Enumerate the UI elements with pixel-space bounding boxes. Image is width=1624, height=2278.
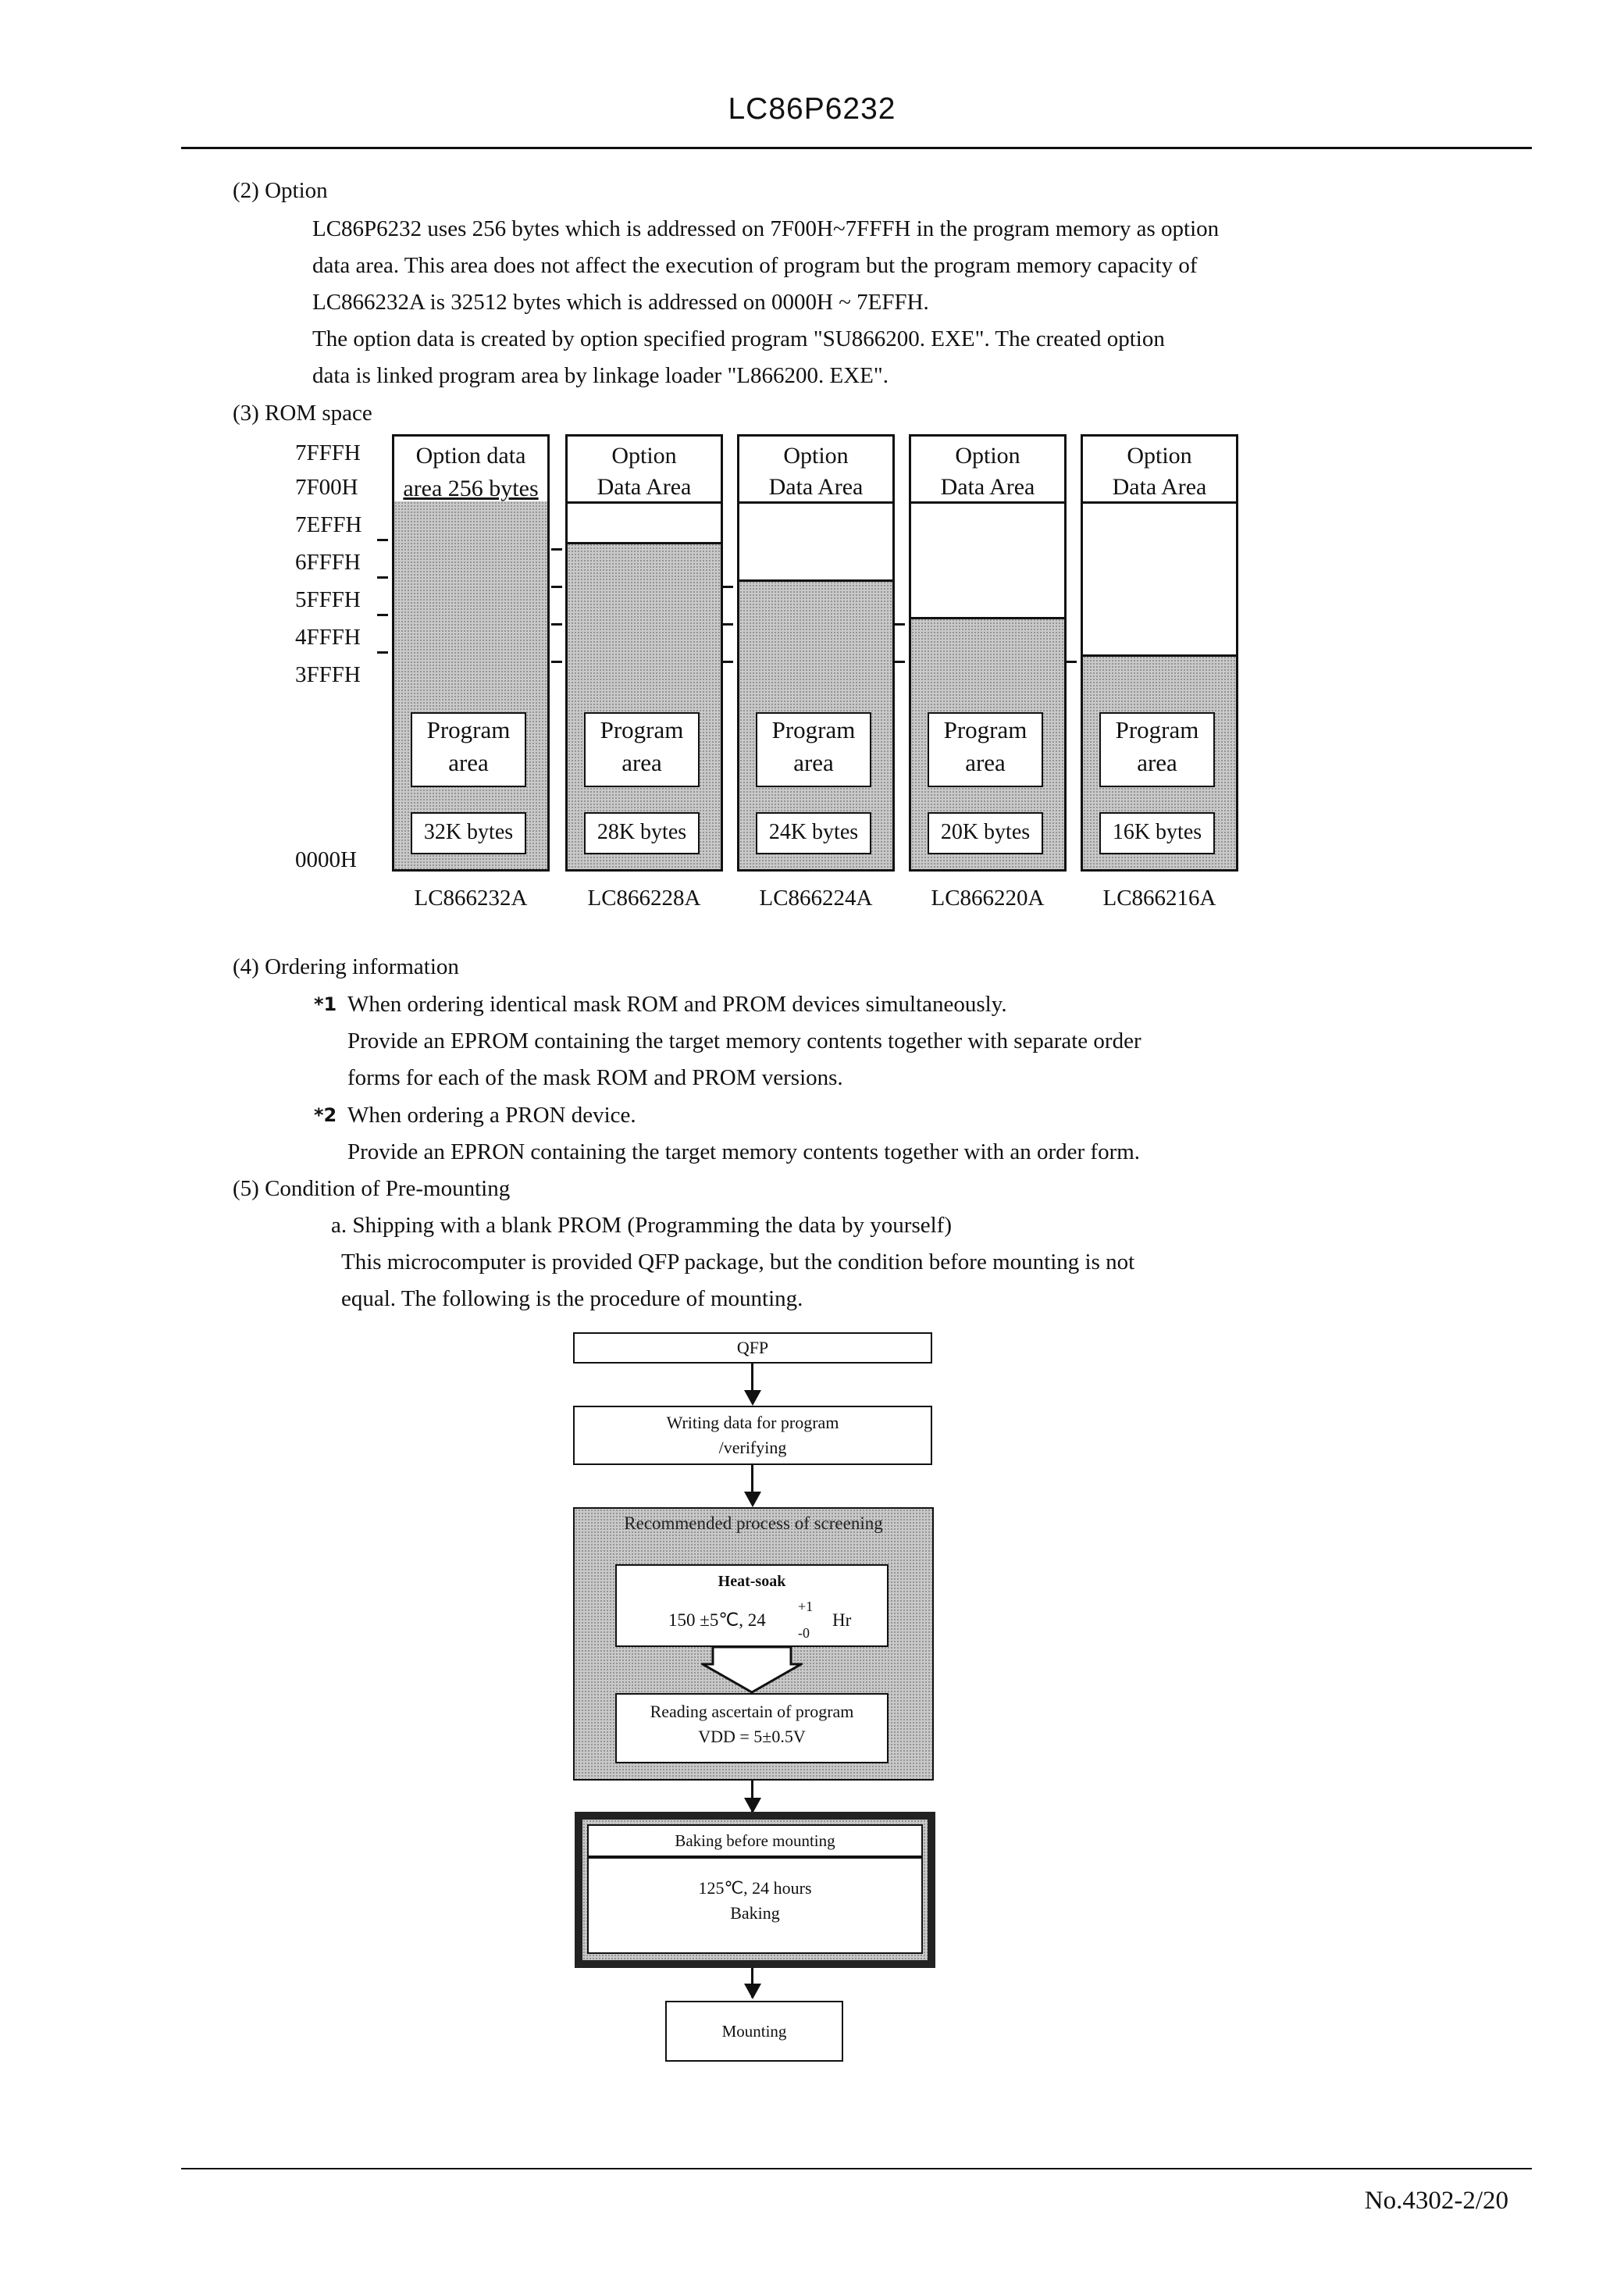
option-area-line-1: Option <box>611 443 677 469</box>
ordering-item-1-title: When ordering identical mask ROM and PRO… <box>347 992 1007 1017</box>
tick <box>377 651 388 654</box>
page-title: LC86P6232 <box>728 92 896 126</box>
addr-3fffh: 3FFFH <box>295 662 361 687</box>
program-size-label: 32K bytes <box>411 812 526 854</box>
ordering-heading: (4) Ordering information <box>233 954 459 979</box>
ordering-item-2-line-1: Provide an EPRON containing the target m… <box>347 1139 1141 1164</box>
device-label: LC866220A <box>931 886 1045 911</box>
tick <box>551 661 562 663</box>
ordering-item-1-line-2: forms for each of the mask ROM and PROM … <box>347 1065 843 1090</box>
flow-mounting: Mounting <box>665 2001 843 2062</box>
program-area-label: Program area <box>411 712 526 787</box>
flow-qfp: QFP <box>573 1332 932 1364</box>
option-line-5: data is linked program area by linkage l… <box>312 363 889 388</box>
tick <box>551 586 562 588</box>
addr-5fffh: 5FFFH <box>295 587 361 612</box>
option-area-line-1: Option data <box>415 443 526 469</box>
flow-arrow <box>744 1984 761 1999</box>
ordering-item-2-title: When ordering a PRON device. <box>347 1103 636 1128</box>
option-area-line-2: area 256 bytes <box>403 476 539 501</box>
premount-heading: (5) Condition of Pre-mounting <box>233 1176 511 1201</box>
program-size-label: 24K bytes <box>756 812 871 854</box>
option-line-2: data area. This area does not affect the… <box>312 253 1198 278</box>
footnote-2-mark: *2 <box>314 1104 337 1126</box>
flow-reading-ascertain: Reading ascertain of program VDD = 5±0.5… <box>615 1693 889 1763</box>
flow-arrow <box>744 1798 761 1813</box>
tick <box>377 539 388 541</box>
addr-7f00h: 7F00H <box>295 475 358 500</box>
program-area-label: Program area <box>928 712 1043 787</box>
option-area-line-1: Option <box>783 443 849 469</box>
flow-arrow <box>744 1492 761 1507</box>
program-size-label: 28K bytes <box>584 812 700 854</box>
premount-line-2: equal. The following is the procedure of… <box>341 1286 803 1311</box>
addr-6fffh: 6FFFH <box>295 550 361 575</box>
tick <box>894 661 905 663</box>
program-area-label: Program area <box>584 712 700 787</box>
addr-7fffh: 7FFFH <box>295 440 361 465</box>
tick <box>894 623 905 626</box>
option-area-line-2: Data Area <box>768 474 864 500</box>
program-area-shading <box>394 501 547 869</box>
premount-line-1: This microcomputer is provided QFP packa… <box>341 1250 1135 1274</box>
addr-4fffh: 4FFFH <box>295 625 361 650</box>
flow-big-arrow-icon <box>701 1647 803 1694</box>
addr-7effh: 7EFFH <box>295 512 362 537</box>
option-area-line-1: Option <box>955 443 1020 469</box>
flow-screening-title: Recommended process of screening <box>624 1513 883 1533</box>
device-label: LC866224A <box>759 886 873 911</box>
device-label: LC866228A <box>587 886 701 911</box>
ordering-item-1-line-1: Provide an EPROM containing the target m… <box>347 1028 1141 1053</box>
tick <box>551 623 562 626</box>
option-line-3: LC866232A is 32512 bytes which is addres… <box>312 290 929 315</box>
tick <box>551 548 562 551</box>
option-heading: (2) Option <box>233 178 328 203</box>
tick <box>722 661 733 663</box>
header-rule <box>181 147 1532 149</box>
program-area-label: Program area <box>756 712 871 787</box>
rom-heading: (3) ROM space <box>233 401 372 426</box>
option-area-line-2: Data Area <box>597 474 692 500</box>
footer-rule <box>181 2168 1532 2169</box>
flow-baking-detail: 125℃, 24 hours Baking <box>587 1857 923 1954</box>
premount-subheading: a. Shipping with a blank PROM (Programmi… <box>331 1213 952 1238</box>
flow-heat-soak: Heat-soak 150 ±5℃, 24 +1 -0 Hr <box>615 1564 889 1647</box>
tick <box>722 586 733 588</box>
footnote-1-mark: *1 <box>314 993 337 1015</box>
option-line-4: The option data is created by option spe… <box>312 326 1165 351</box>
flow-write-verify: Writing data for program /verifying <box>573 1406 932 1465</box>
option-area-line-2: Data Area <box>940 474 1035 500</box>
tick <box>377 576 388 579</box>
addr-0000h: 0000H <box>295 847 357 872</box>
program-area-label: Program area <box>1099 712 1215 787</box>
device-label: LC866216A <box>1102 886 1216 911</box>
option-area-line-1: Option <box>1127 443 1192 469</box>
flow-baking-title: Baking before mounting <box>587 1824 923 1857</box>
option-line-1: LC86P6232 uses 256 bytes which is addres… <box>312 216 1220 241</box>
tick <box>1066 661 1077 663</box>
document-number: No.4302-2/20 <box>1364 2187 1508 2215</box>
program-size-label: 20K bytes <box>928 812 1043 854</box>
tick <box>722 623 733 626</box>
flow-arrow <box>744 1390 761 1406</box>
option-area-line-2: Data Area <box>1112 474 1207 500</box>
program-size-label: 16K bytes <box>1099 812 1215 854</box>
tick <box>377 614 388 616</box>
device-label: LC866232A <box>414 886 528 911</box>
